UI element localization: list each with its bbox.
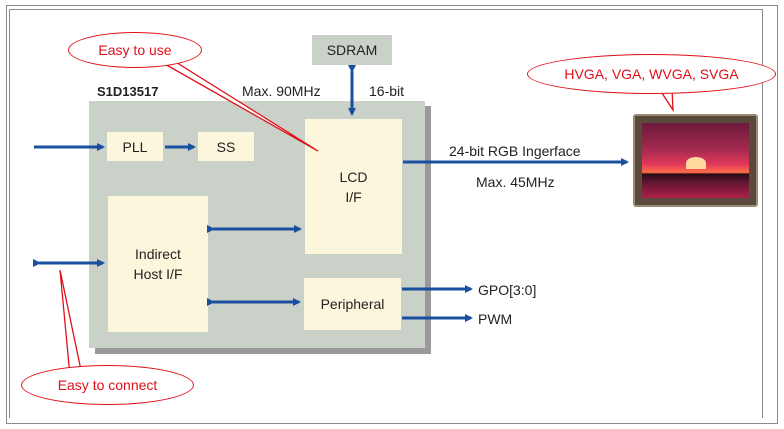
rgb-interface-label: 24-bit RGB Ingerface	[449, 143, 581, 159]
host-if-block: Indirect Host I/F	[108, 196, 208, 332]
rgb-freq-label: Max. 45MHz	[476, 174, 555, 190]
easy-connect-callout: Easy to connect	[21, 365, 194, 405]
pll-block: PLL	[107, 132, 163, 161]
easy-use-callout: Easy to use	[68, 32, 202, 68]
lcd-screen-sunset	[642, 123, 749, 198]
sdram-freq-label: Max. 90MHz	[242, 83, 321, 99]
easy-connect-callout-tail	[59, 269, 83, 377]
lcd-if-block: LCD I/F	[305, 119, 402, 254]
resolution-callout-tail	[659, 88, 674, 113]
resolution-callout: HVGA, VGA, WVGA, SVGA	[527, 54, 776, 94]
peripheral-block: Peripheral	[304, 278, 401, 330]
ss-block: SS	[198, 132, 254, 161]
chip-name: S1D13517	[97, 84, 159, 99]
sdram-block: SDRAM	[312, 35, 392, 65]
lcd-display-image	[633, 114, 758, 207]
inner-frame	[9, 9, 763, 418]
outer-frame	[6, 5, 778, 424]
sdram-width-label: 16-bit	[369, 83, 405, 99]
gpo-label: GPO[3:0]	[478, 282, 537, 298]
easy-use-callout-tail	[155, 55, 319, 152]
sun-icon	[686, 157, 706, 169]
pwm-label: PWM	[478, 311, 513, 327]
